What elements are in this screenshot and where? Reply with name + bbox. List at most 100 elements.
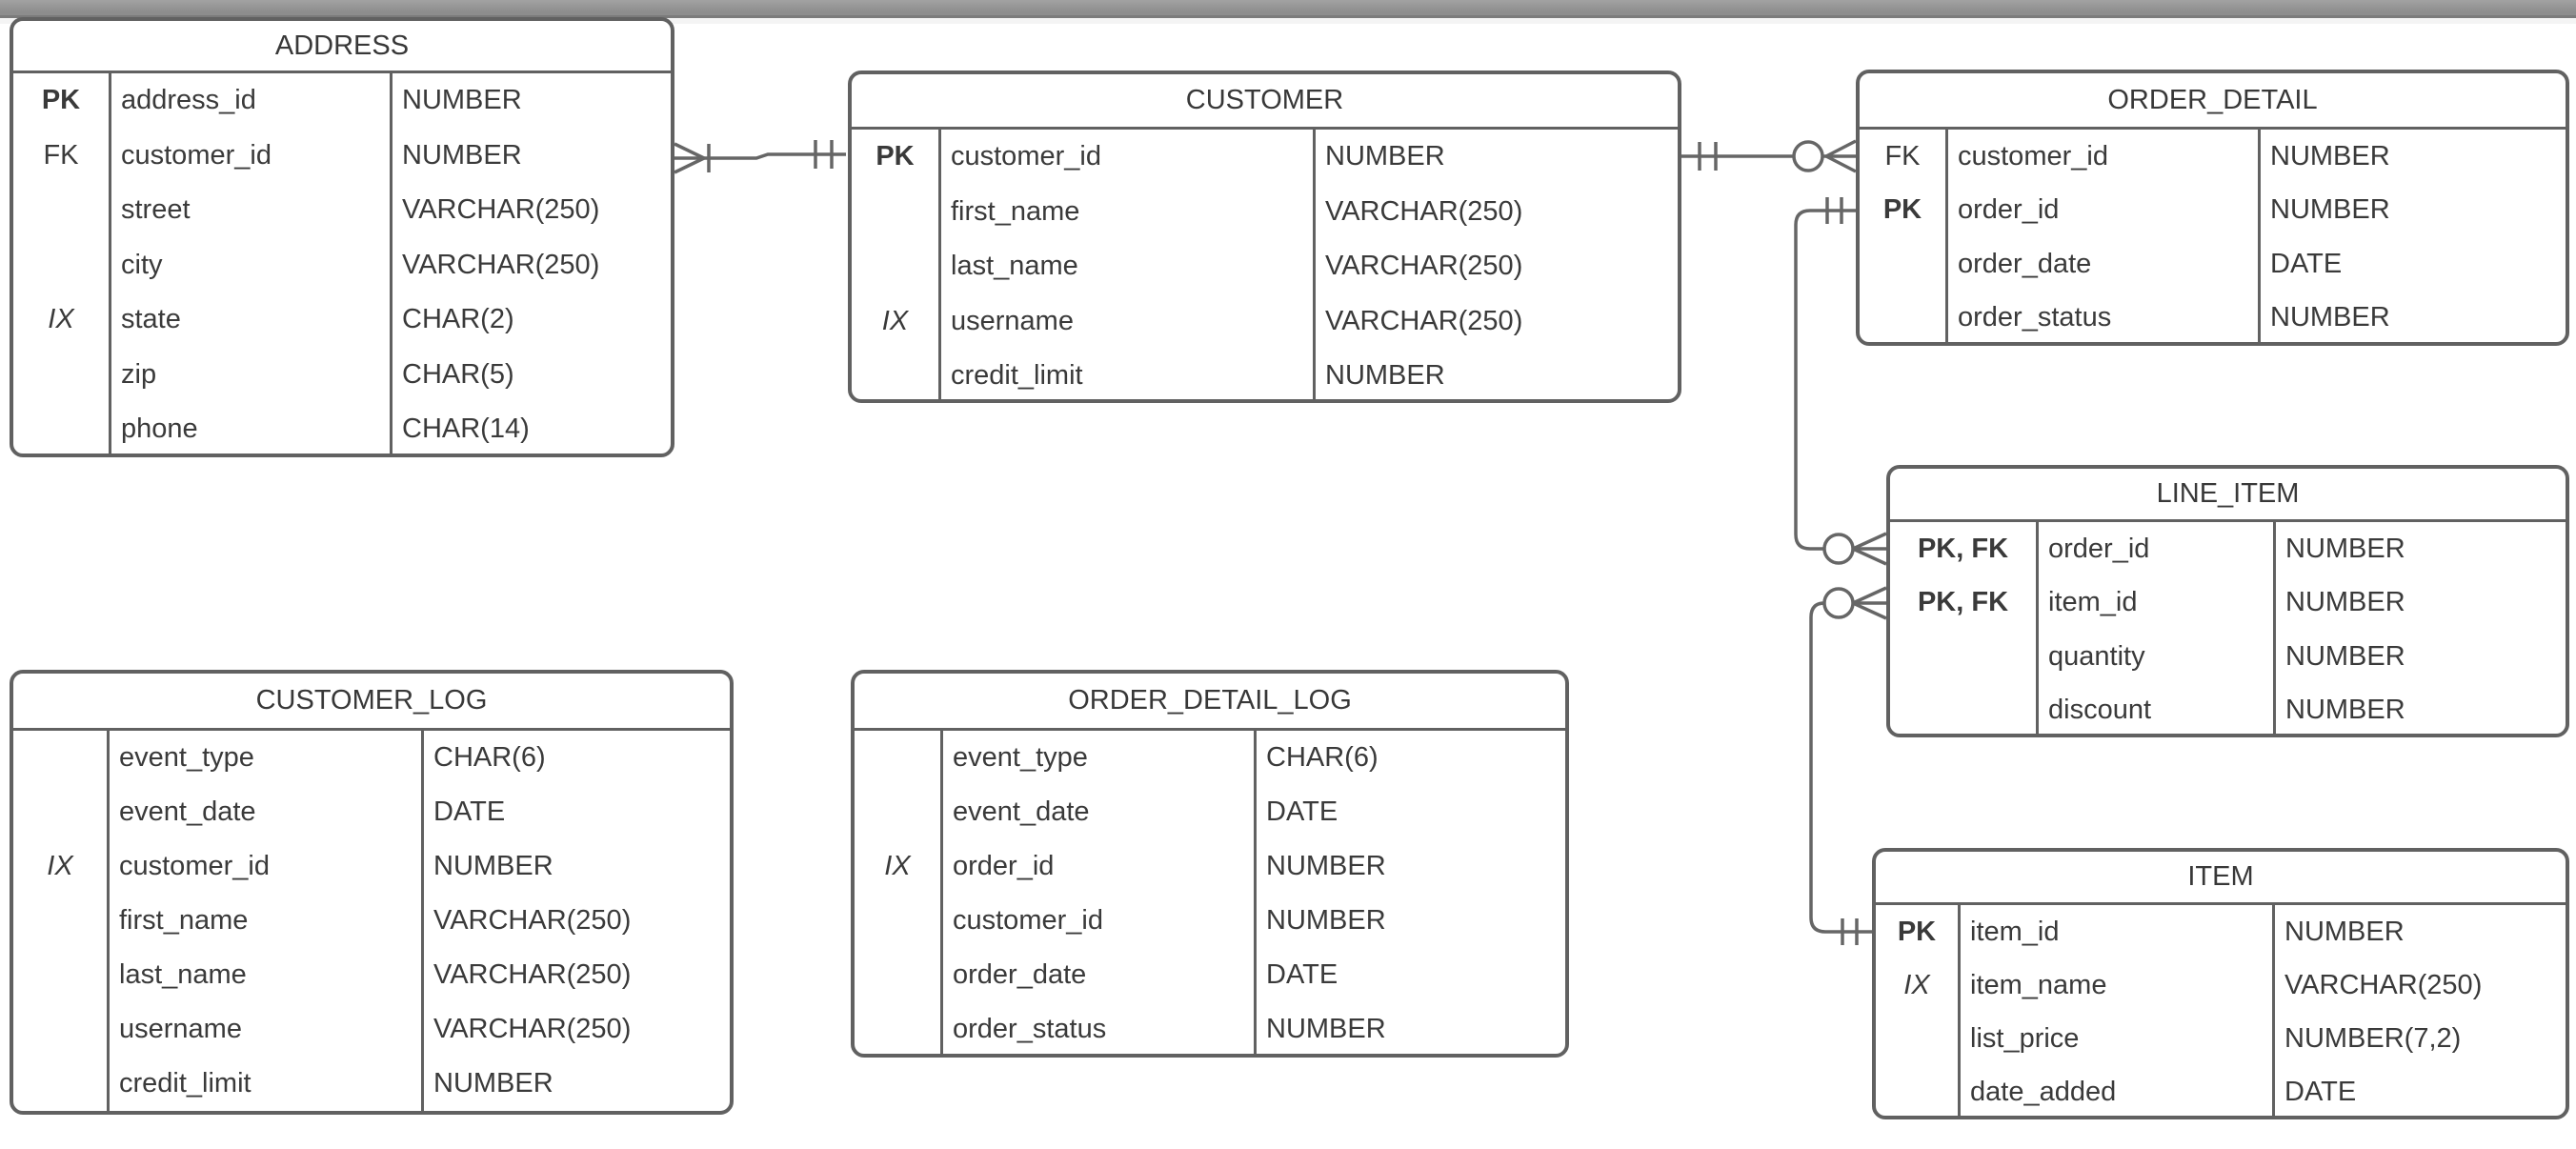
row-name: event_date [119, 796, 256, 827]
row-name: customer_id [121, 139, 272, 171]
row-name: username [951, 305, 1074, 336]
row-type: DATE [2270, 248, 2343, 279]
row-name: item_name [1970, 969, 2107, 1000]
row-key [13, 402, 109, 454]
key-column: IX [13, 731, 107, 1111]
relation-address-customer [674, 140, 846, 174]
row-type: NUMBER [402, 85, 522, 116]
row-type: CHAR(6) [433, 742, 546, 773]
row-type: CHAR(14) [402, 413, 530, 445]
row-type: NUMBER [1325, 360, 1445, 392]
row-type: NUMBER [2285, 640, 2405, 672]
row-type: CHAR(6) [1266, 742, 1379, 773]
row-type: CHAR(5) [402, 358, 514, 390]
row-type: NUMBER [1325, 141, 1445, 172]
row-name: event_type [953, 742, 1088, 773]
row-key: FK [1884, 140, 1921, 171]
row-type: NUMBER [1266, 1014, 1386, 1044]
many-crow-foot-icon [674, 142, 705, 174]
row-name: order_status [1958, 302, 2112, 333]
row-key [1860, 292, 1945, 343]
top-scrollbar[interactable] [0, 0, 2576, 18]
edge-line [1809, 601, 1886, 934]
row-key: PK [875, 141, 915, 172]
many-crow-foot-icon [1852, 532, 1887, 566]
row-key [1890, 684, 2036, 735]
row-type: VARCHAR(250) [2284, 969, 2483, 1000]
row-name: last_name [119, 959, 247, 990]
relation-item-line_item [1809, 586, 1887, 945]
row-key [13, 785, 107, 839]
row-key [13, 183, 109, 238]
entity-title: ORDER_DETAIL [1860, 73, 2566, 130]
row-type: NUMBER [2270, 140, 2390, 171]
row-name: zip [121, 358, 157, 390]
row-name: phone [121, 413, 198, 445]
zero-circle-icon [1822, 533, 1855, 565]
row-name: date_added [1970, 1076, 2117, 1107]
row-key [13, 1057, 107, 1111]
row-key [855, 785, 940, 839]
row-name: quantity [2048, 640, 2145, 672]
row-key: IX [884, 851, 911, 881]
row-key: PK [41, 85, 81, 116]
row-type: NUMBER(7,2) [2284, 1022, 2462, 1054]
many-crow-foot-icon [1852, 586, 1887, 620]
row-type: VARCHAR(250) [402, 249, 600, 280]
row-type: DATE [1266, 959, 1338, 990]
entity-title: ITEM [1876, 852, 2566, 905]
row-type: NUMBER [433, 851, 553, 881]
entity-title: CUSTOMER [852, 74, 1678, 130]
type-column: NUMBER VARCHAR(250) VARCHAR(250) VARCHAR(25… [1313, 130, 1678, 399]
exactly-one-double-bar-icon [1841, 918, 1859, 945]
row-key [1860, 237, 1945, 292]
row-key [13, 731, 107, 785]
row-key: PK, FK [1917, 533, 2009, 564]
row-name: order_status [953, 1014, 1107, 1044]
row-key [13, 238, 109, 293]
row-type: VARCHAR(250) [1325, 305, 1523, 336]
row-key: IX [48, 304, 74, 335]
many-crow-foot-icon [1825, 139, 1857, 173]
edge-line [1794, 209, 1886, 551]
row-key [852, 349, 938, 399]
row-key: PK [1897, 916, 1937, 947]
row-key [1876, 1012, 1958, 1065]
row-name: event_type [119, 742, 254, 773]
row-key [855, 894, 940, 948]
scrollbar-shadow [0, 18, 2576, 24]
exactly-one-double-bar-icon [814, 140, 834, 169]
key-column: IX [855, 731, 940, 1054]
row-type: VARCHAR(250) [1325, 195, 1523, 227]
row-name: order_id [1958, 194, 2060, 226]
row-name: list_price [1970, 1022, 2080, 1054]
row-key [852, 239, 938, 294]
row-type: VARCHAR(250) [1325, 251, 1523, 282]
row-type: NUMBER [2285, 695, 2405, 726]
row-name: first_name [951, 195, 1080, 227]
row-type: VARCHAR(250) [402, 194, 600, 226]
row-key [852, 185, 938, 240]
row-name: credit_limit [951, 360, 1083, 392]
entity-title: CUSTOMER_LOG [13, 674, 730, 731]
row-key [13, 948, 107, 1002]
row-type: DATE [2284, 1076, 2357, 1107]
